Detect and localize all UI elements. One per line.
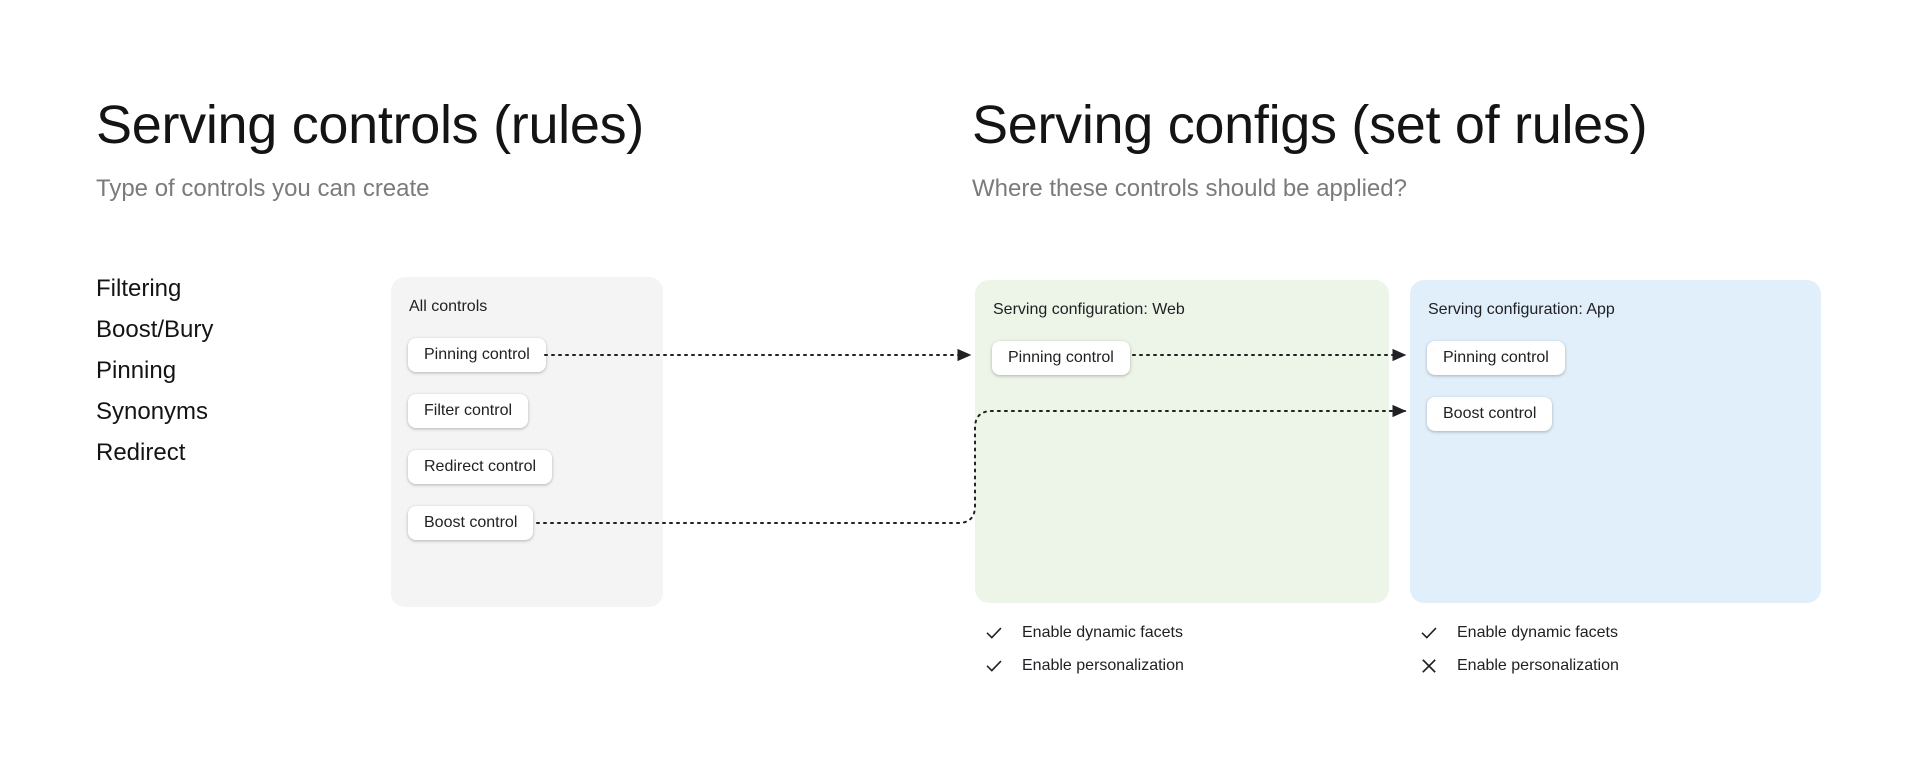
right-column-subtitle: Where these controls should be applied? [972, 175, 1407, 202]
check-icon [986, 660, 1002, 672]
right-column-title: Serving configs (set of rules) [972, 95, 1648, 155]
chip-all-controls-boost-control[interactable]: Boost control [408, 506, 534, 540]
card-all-controls: All controls Pinning control Filter cont… [391, 277, 663, 607]
toggle-label-web-dynamic-facets: Enable dynamic facets [1022, 624, 1183, 641]
card-serving-config-web: Serving configuration: Web Pinning contr… [975, 280, 1389, 603]
control-type-pinning: Pinning [96, 357, 177, 384]
card-serving-config-web-title: Serving configuration: Web [993, 301, 1185, 318]
check-icon [986, 627, 1002, 639]
toggle-label-web-personalization: Enable personalization [1022, 657, 1184, 674]
left-column-title: Serving controls (rules) [96, 95, 644, 155]
check-icon [1421, 627, 1437, 639]
chip-serving-config-app-boost-control[interactable]: Boost control [1427, 397, 1553, 431]
close-icon [1422, 659, 1436, 673]
toggle-row-web-personalization: Enable personalization [984, 653, 1184, 679]
chip-all-controls-redirect-control[interactable]: Redirect control [408, 450, 553, 484]
toggle-list-serving-config-web: Enable dynamic facets Enable personaliza… [984, 620, 1184, 686]
toggle-list-serving-config-app: Enable dynamic facets Enable personaliza… [1419, 620, 1619, 686]
toggle-row-app-dynamic-facets: Enable dynamic facets [1419, 620, 1619, 646]
chip-serving-config-web-pinning-control[interactable]: Pinning control [992, 341, 1130, 375]
control-type-redirect: Redirect [96, 439, 186, 466]
card-serving-config-app: Serving configuration: App Pinning contr… [1410, 280, 1821, 603]
chip-all-controls-filter-control[interactable]: Filter control [408, 394, 529, 428]
control-type-list: Filtering Boost/Bury Pinning Synonyms Re… [96, 268, 356, 473]
chip-serving-config-app-pinning-control[interactable]: Pinning control [1427, 341, 1565, 375]
toggle-row-app-personalization: Enable personalization [1419, 653, 1619, 679]
control-type-synonyms: Synonyms [96, 398, 209, 425]
toggle-label-app-personalization: Enable personalization [1457, 657, 1619, 674]
control-type-boost-bury: Boost/Bury [96, 316, 214, 343]
card-serving-config-app-title: Serving configuration: App [1428, 301, 1615, 318]
card-all-controls-title: All controls [409, 298, 488, 315]
control-type-filtering: Filtering [96, 275, 182, 302]
toggle-row-web-dynamic-facets: Enable dynamic facets [984, 620, 1184, 646]
toggle-label-app-dynamic-facets: Enable dynamic facets [1457, 624, 1618, 641]
chip-all-controls-pinning-control[interactable]: Pinning control [408, 338, 546, 372]
left-column-subtitle: Type of controls you can create [96, 175, 430, 202]
